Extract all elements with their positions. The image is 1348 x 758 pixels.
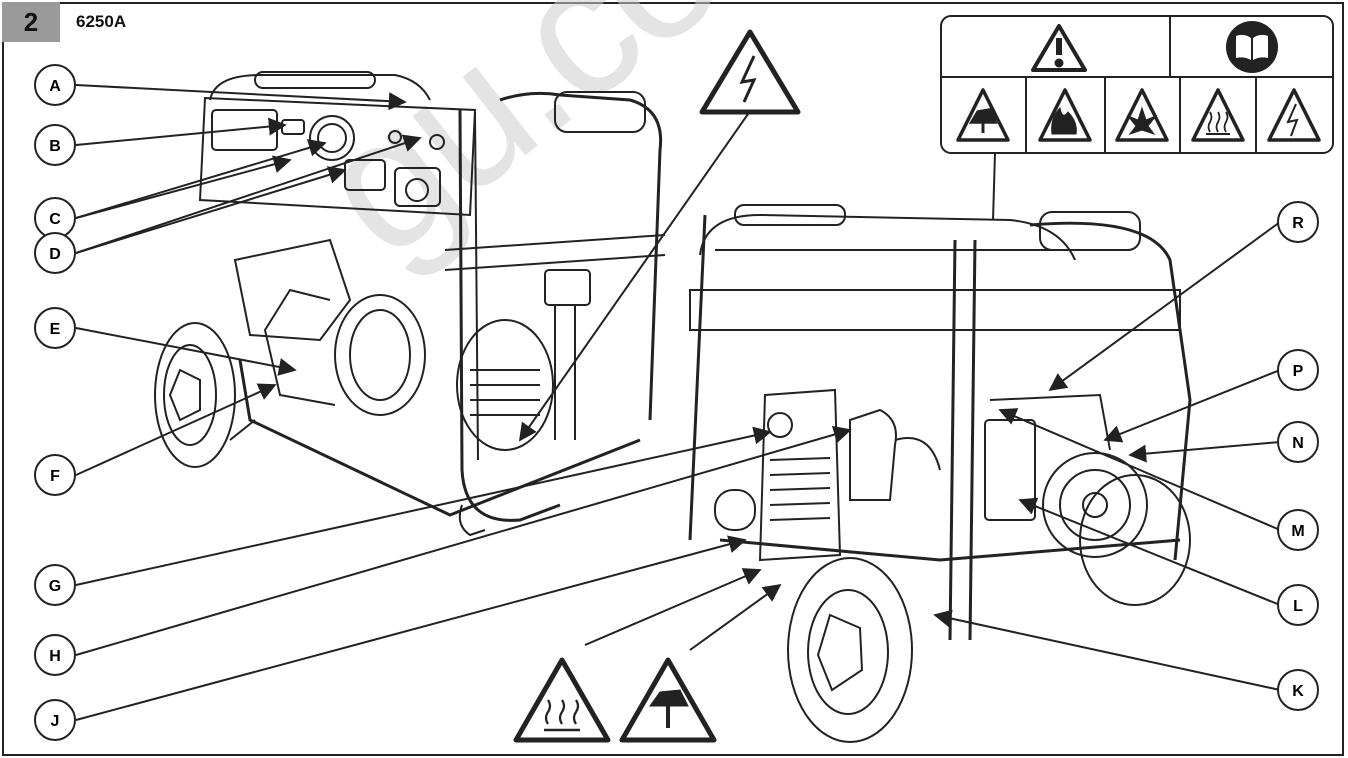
callout-D-label: D: [49, 246, 61, 263]
leader-lines: [75, 84, 1281, 721]
callout-K: K: [1277, 669, 1319, 711]
generator-right: [688, 204, 1192, 743]
callout-A: A: [34, 64, 76, 106]
callout-F: F: [34, 454, 76, 496]
callout-C-label: C: [49, 211, 61, 228]
warning-label-panel: [940, 15, 1334, 221]
callout-B-label: B: [49, 138, 61, 155]
fire-hazard-icon: [1038, 88, 1092, 142]
callout-J-label: J: [51, 713, 60, 730]
warning-general-icon: [1031, 24, 1087, 72]
callout-E: E: [34, 307, 76, 349]
callout-G: G: [34, 564, 76, 606]
figure-number-badge: 2: [2, 2, 60, 42]
callout-N: N: [1277, 421, 1319, 463]
electric-warning-sign: [518, 29, 801, 442]
hand-entanglement-icon: [956, 88, 1010, 142]
read-manual-icon: [1226, 21, 1278, 73]
callout-G-label: G: [49, 578, 61, 595]
callout-J: J: [34, 699, 76, 741]
callout-R: R: [1277, 201, 1319, 243]
callout-M: M: [1277, 509, 1319, 551]
electric-shock-icon: [1267, 88, 1321, 142]
callout-N-label: N: [1292, 435, 1304, 452]
hot-surface-icon: [1191, 88, 1245, 142]
callout-H-label: H: [49, 648, 61, 665]
callout-R-label: R: [1292, 215, 1304, 232]
callout-L-label: L: [1293, 598, 1303, 615]
callout-M-label: M: [1291, 523, 1304, 540]
model-number: 6250A: [76, 12, 127, 31]
callout-L: L: [1277, 584, 1319, 626]
callout-H: H: [34, 634, 76, 676]
callout-B: B: [34, 124, 76, 166]
callout-A-label: A: [49, 78, 61, 95]
callout-F-label: F: [50, 468, 60, 485]
hand-entanglement-sign: [619, 583, 782, 743]
callout-D: D: [34, 232, 76, 274]
callout-P: P: [1277, 349, 1319, 391]
explosion-hazard-icon: [1115, 88, 1169, 142]
callout-K-label: K: [1292, 683, 1304, 700]
hot-surface-sign: [513, 568, 762, 743]
callout-P-label: P: [1293, 363, 1304, 380]
callout-E-label: E: [50, 321, 61, 338]
